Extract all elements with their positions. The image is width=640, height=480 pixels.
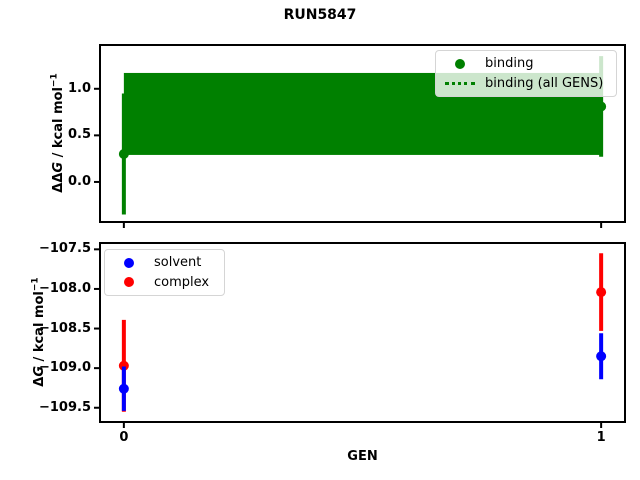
legend-swatch (112, 257, 146, 268)
top-ylabel-delta: ΔΔ (50, 172, 66, 193)
legend-swatch (443, 58, 477, 69)
bottom-ylabel-delta: Δ (31, 376, 47, 387)
y-tick-label: 0.5 (67, 127, 91, 143)
figure-title: RUN5847 (283, 7, 357, 23)
top-ylabel-exponent: −1 (49, 73, 60, 88)
legend-item-complex: complex (112, 273, 217, 292)
y-tick-label: 0.0 (67, 173, 91, 189)
x-tick-label: 0 (119, 430, 129, 445)
axes-frame (99, 242, 626, 423)
binding-marker-x1 (596, 101, 607, 112)
solvent-marker-icon (124, 257, 134, 268)
y-tick-label: −108.0 (38, 280, 91, 296)
legend-label-binding-all-gens: binding (all GENS) (485, 75, 604, 91)
binding-all-gens-dotted-line-icon (445, 81, 475, 85)
complex-marker-x1 (596, 287, 607, 298)
solvent-marker-x1 (596, 351, 607, 362)
complex-marker-icon (124, 277, 134, 288)
y-tick-label: −109.5 (38, 399, 91, 415)
binding-marker-x0 (118, 148, 129, 159)
legend-label-complex: complex (154, 274, 210, 290)
x-axis-label: GEN (347, 449, 378, 464)
binding-marker-icon (455, 58, 465, 69)
dg-plot-canvas (94, 242, 626, 428)
top-ylabel-g: G (50, 161, 66, 173)
x-tick-label: 1 (596, 430, 606, 445)
y-tick-label: −108.5 (38, 320, 91, 336)
legend-item-solvent: solvent (112, 253, 217, 272)
top-ylabel-unit: / kcal mol (50, 87, 66, 162)
legend-swatch (112, 277, 146, 288)
legend-label-solvent: solvent (154, 255, 202, 271)
y-tick-label: −109.0 (38, 360, 91, 376)
legend-item-binding: binding (443, 54, 609, 73)
solvent-marker-x0 (118, 383, 129, 394)
y-tick-label: −107.5 (38, 241, 91, 257)
bottom-legend: solvent complex (104, 249, 225, 296)
axes-frame (99, 44, 626, 223)
legend-swatch (443, 81, 477, 85)
complex-marker-x0 (118, 360, 129, 371)
top-legend: binding binding (all GENS) (435, 50, 617, 97)
legend-label-binding: binding (485, 56, 534, 72)
legend-item-binding-all-gens: binding (all GENS) (443, 74, 609, 93)
top-ylabel: ΔΔG / kcal mol−1 (46, 45, 66, 222)
y-tick-label: 1.0 (67, 80, 91, 96)
